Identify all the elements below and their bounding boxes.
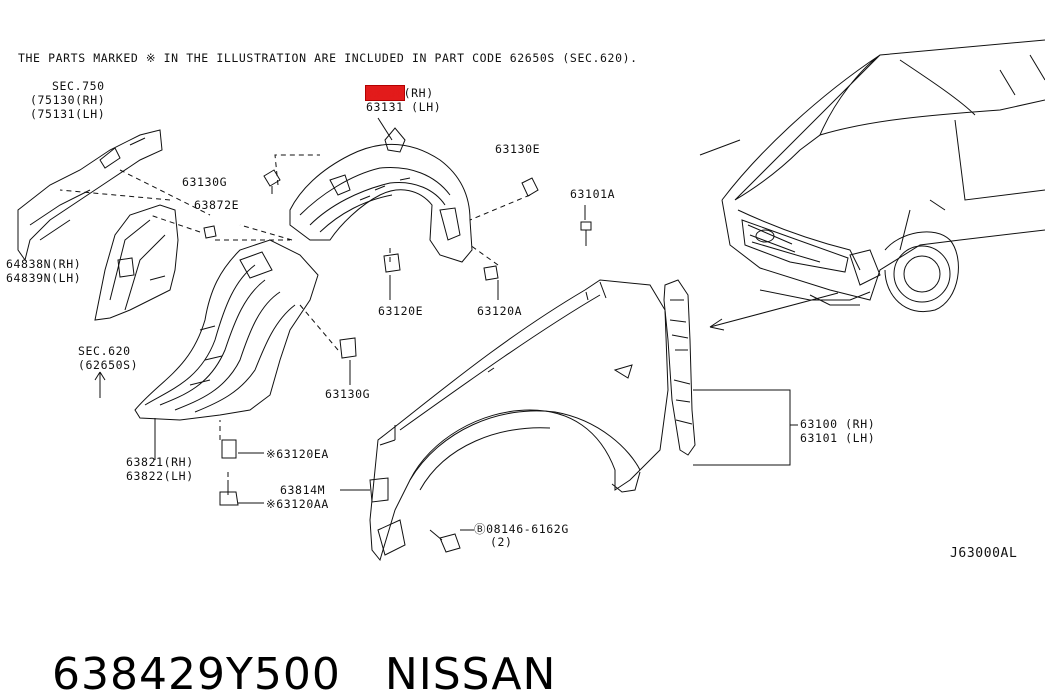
label-64839n: 64839N(LH): [6, 271, 82, 285]
fender-liner: [289, 127, 473, 263]
splash-shield: [94, 204, 179, 321]
label-63131: 63131 (LH): [366, 100, 442, 114]
label-75131: (75131(LH): [30, 107, 106, 121]
pointer-arrow: [709, 292, 839, 328]
label-63120aa: ※63120AA: [266, 497, 329, 511]
label-63821: 63821(RH): [126, 455, 194, 469]
label-63130g-top: 63130G: [182, 175, 228, 189]
fasteners: [203, 169, 592, 553]
header-note: THE PARTS MARKED ※ IN THE ILLUSTRATION A…: [18, 51, 638, 65]
label-63120e: 63120E: [378, 304, 424, 318]
label-63120ea: ※63120EA: [266, 447, 329, 461]
label-62650s: (62650S): [78, 358, 139, 372]
label-63872e: 63872E: [194, 198, 240, 212]
fender-bracket: [663, 279, 696, 456]
label-63130e-right: 63130E: [495, 142, 541, 156]
label-sec620: SEC.620: [78, 344, 131, 358]
label-75130: (75130(RH): [30, 93, 106, 107]
label-08146: Ⓑ08146-6162G: [474, 522, 569, 536]
label-sec750: SEC.750: [52, 79, 105, 93]
parts-diagram: [17, 39, 1045, 562]
sec750-member: [17, 129, 163, 262]
diagram-code: J63000AL: [950, 546, 1018, 561]
label-63101a: 63101A: [570, 187, 616, 201]
label-08146-qty: (2): [490, 535, 513, 549]
part-caption: 638429Y500 NISSAN: [22, 598, 556, 700]
highlighted-part-code: 63130: [365, 85, 405, 101]
label-64838n: 64838N(RH): [6, 257, 82, 271]
front-fender: [369, 279, 669, 562]
label-63130-rh: 63130(RH): [365, 85, 434, 101]
label-63822: 63822(LH): [126, 469, 194, 483]
car-illustration: [699, 39, 1045, 312]
label-63101: 63101 (LH): [800, 431, 876, 445]
label-63100: 63100 (RH): [800, 417, 876, 431]
label-63120a: 63120A: [477, 304, 523, 318]
label-63130g-mid: 63130G: [325, 387, 371, 401]
brand-name: NISSAN: [384, 649, 557, 700]
label-63814m: 63814M: [280, 483, 326, 497]
rear-fender-liner: [134, 239, 319, 421]
part-number: 638429Y500: [51, 649, 341, 700]
